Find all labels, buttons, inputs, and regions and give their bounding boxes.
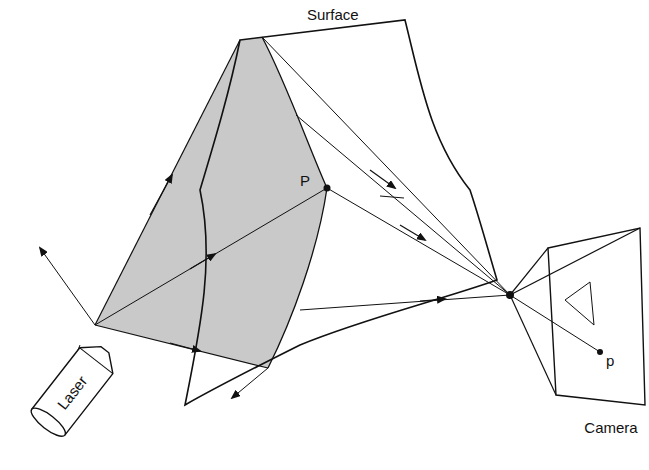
- node-text: Camera: [584, 419, 637, 436]
- laser-body: Laser: [26, 342, 117, 442]
- beam-arrow: [170, 343, 200, 351]
- ray-arrow: [420, 299, 445, 301]
- reflected-ray: [327, 188, 510, 295]
- point-p: [597, 349, 603, 355]
- beam-edge: [95, 325, 268, 368]
- ray-arrow: [380, 196, 404, 198]
- stray-ray: [232, 368, 268, 398]
- image-ray: [510, 295, 600, 352]
- image-detail: [565, 282, 594, 325]
- point-P: [324, 185, 331, 192]
- beam-arrow: [190, 254, 215, 269]
- ray-arrow: [370, 170, 395, 188]
- ray-arrow: [400, 225, 425, 240]
- reflected-ray: [300, 295, 510, 310]
- light-plane: [95, 37, 327, 368]
- reflected-ray: [262, 37, 510, 295]
- camera-frustum: [510, 228, 640, 295]
- stray-ray: [40, 248, 95, 325]
- point-label: P: [300, 172, 310, 189]
- image-plane: [548, 228, 645, 405]
- camera-label: Camera: [573, 414, 649, 441]
- laser-stripe: [262, 37, 327, 368]
- camera-frustum: [510, 248, 548, 295]
- surface-label: Surface: [307, 6, 359, 23]
- reflected-ray: [296, 115, 510, 295]
- beam-arrow: [150, 175, 172, 215]
- image-point-label: p: [606, 352, 614, 369]
- surface-outline: [185, 20, 497, 405]
- beam-ray: [95, 188, 327, 325]
